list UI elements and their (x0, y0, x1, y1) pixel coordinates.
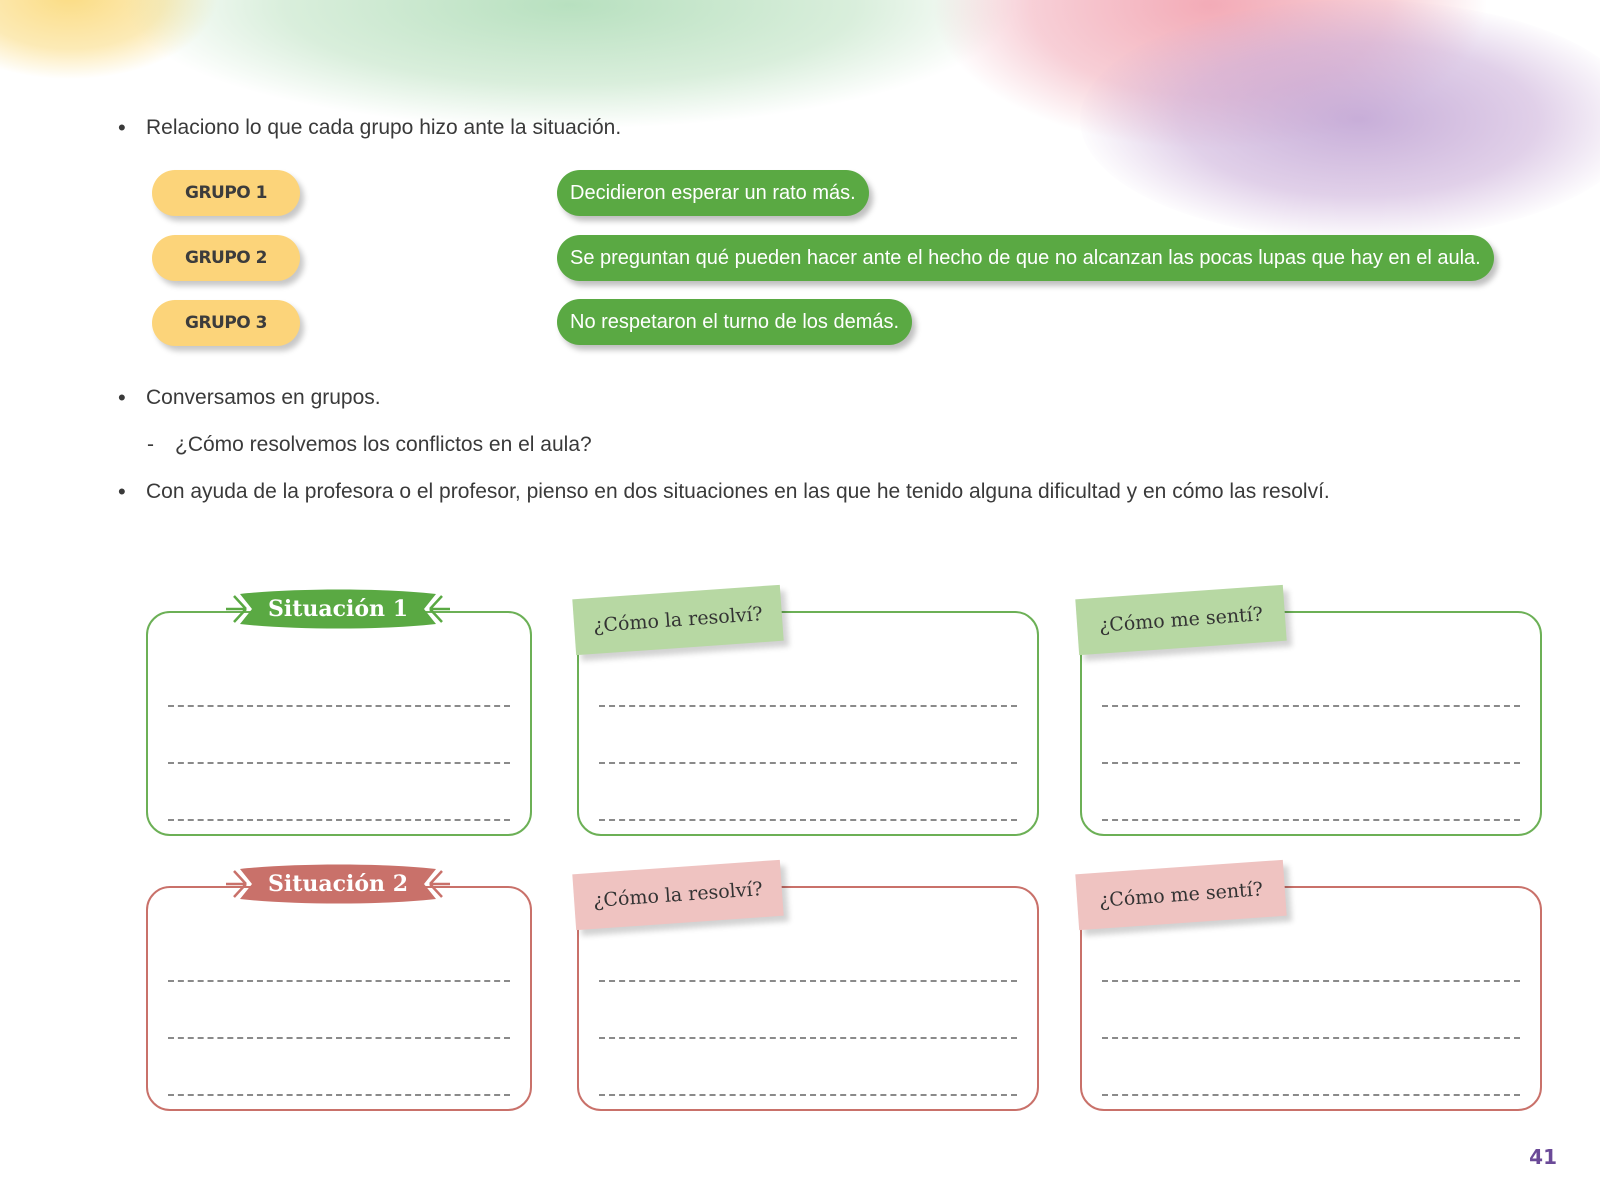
writing-line[interactable] (1102, 1037, 1520, 1039)
bullet-relate: • Relaciono lo que cada grupo hizo ante … (118, 115, 622, 141)
situation-1-resolved-label: ¿Cómo la resolví? (592, 603, 764, 637)
situation-1-banner: Situación 1 (224, 588, 452, 630)
writing-line[interactable] (1102, 762, 1520, 764)
banner-ribbon-icon (226, 864, 450, 904)
pink-paint-splash (930, 0, 1490, 150)
writing-line[interactable] (168, 705, 510, 707)
action-pill-3: No respetaron el turno de los demás. (557, 299, 913, 345)
bullet-icon: • (118, 385, 126, 410)
banner-ribbon-icon (226, 589, 450, 629)
dash-icon: - (147, 433, 154, 456)
bullet-relate-text: Relaciono lo que cada grupo hizo ante la… (146, 116, 622, 139)
writing-line[interactable] (1102, 980, 1520, 982)
writing-line[interactable] (168, 762, 510, 764)
writing-line[interactable] (168, 1094, 510, 1096)
writing-line[interactable] (599, 762, 1017, 764)
situation-2-resolved-label: ¿Cómo la resolví? (592, 878, 764, 912)
writing-line[interactable] (1102, 1094, 1520, 1096)
converse-question: - ¿Cómo resolvemos los conflictos en el … (147, 432, 592, 458)
writing-line[interactable] (1102, 819, 1520, 821)
situation-1-box (146, 611, 532, 836)
yellow-paint-splash (0, 0, 220, 80)
action-pill-1: Decidieron esperar un rato más. (557, 170, 869, 216)
bullet-reflect-text: Con ayuda de la profesora o el profesor,… (146, 480, 1330, 503)
situation-1-felt-label: ¿Cómo me sentí? (1098, 603, 1264, 637)
green-paint-splash (120, 0, 1020, 130)
bullet-converse-text: Conversamos en grupos. (146, 386, 381, 409)
writing-line[interactable] (1102, 705, 1520, 707)
writing-line[interactable] (599, 705, 1017, 707)
situation-2-box (146, 886, 532, 1111)
writing-line[interactable] (599, 819, 1017, 821)
action-pill-2: Se preguntan qué pueden hacer ante el he… (557, 235, 1494, 281)
writing-line[interactable] (599, 1037, 1017, 1039)
situation-1-label: Situación 1 (267, 596, 409, 622)
writing-line[interactable] (599, 980, 1017, 982)
purple-paint-splash (1080, 0, 1600, 240)
bullet-reflect: • Con ayuda de la profesora o el profeso… (118, 479, 1330, 505)
bullet-icon: • (118, 479, 126, 504)
writing-line[interactable] (599, 1094, 1017, 1096)
page-number: 41 (1529, 1145, 1557, 1169)
group-label-3: GRUPO 3 (152, 300, 300, 346)
bullet-icon: • (118, 115, 126, 140)
converse-question-text: ¿Cómo resolvemos los conflictos en el au… (175, 433, 592, 456)
group-label-2: GRUPO 2 (152, 235, 300, 281)
bullet-converse: • Conversamos en grupos. (118, 385, 381, 411)
writing-line[interactable] (168, 819, 510, 821)
writing-line[interactable] (168, 1037, 510, 1039)
situation-2-banner: Situación 2 (224, 863, 452, 905)
group-label-1: GRUPO 1 (152, 170, 300, 216)
situation-2-label: Situación 2 (267, 871, 409, 897)
writing-line[interactable] (168, 980, 510, 982)
situation-2-felt-label: ¿Cómo me sentí? (1098, 878, 1264, 912)
